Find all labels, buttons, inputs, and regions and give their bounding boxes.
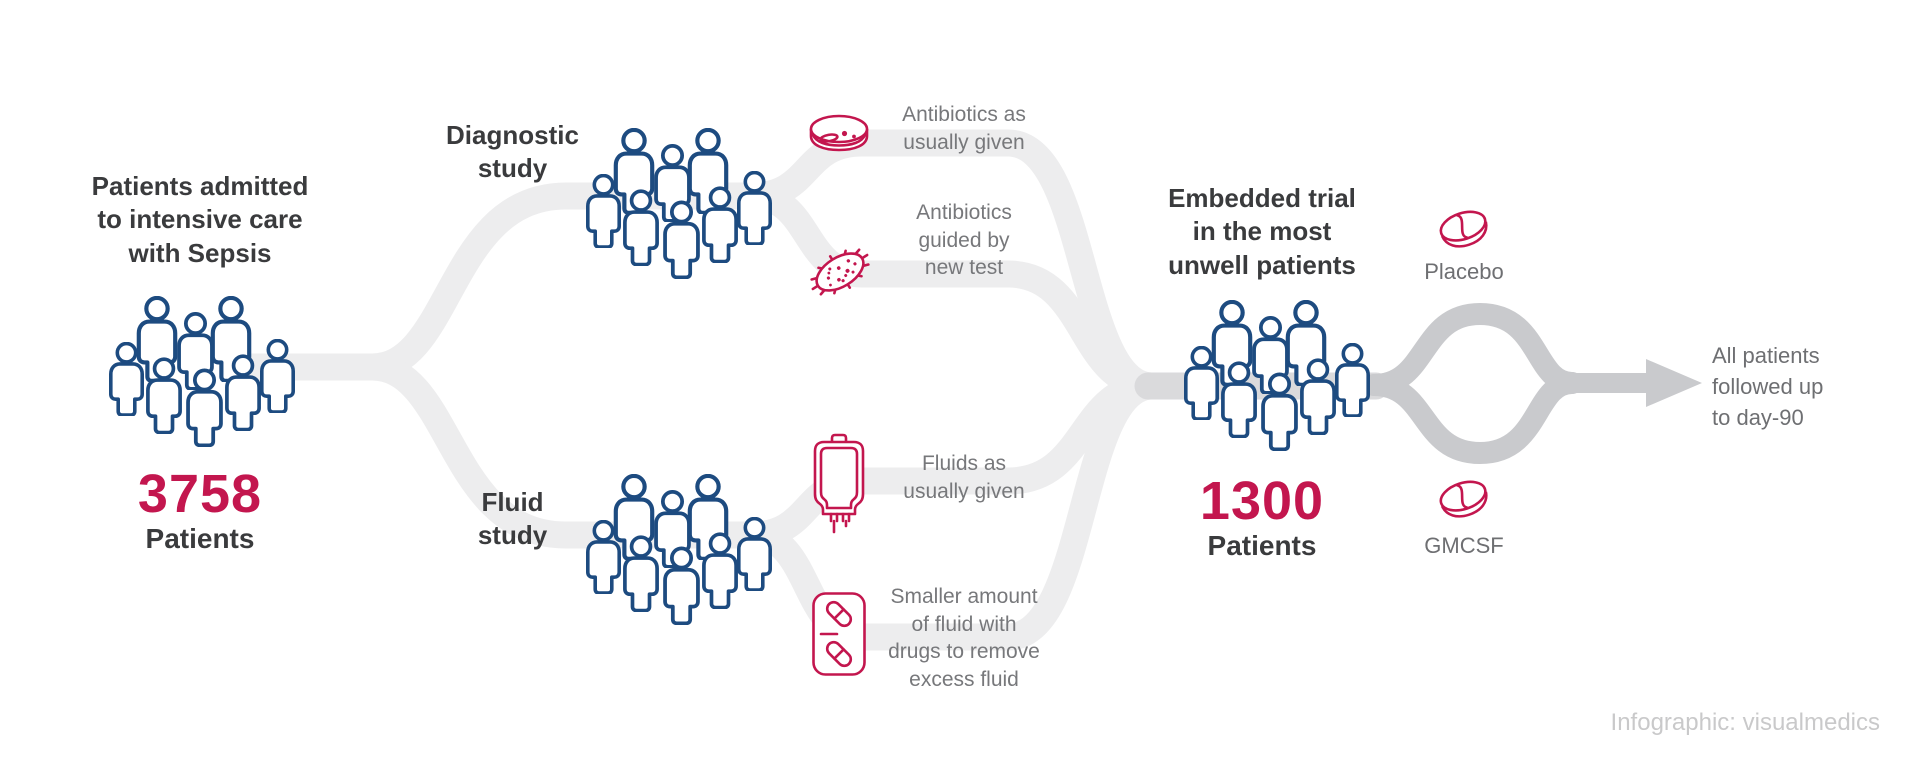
bacteria-dots <box>826 259 857 287</box>
followup-arrow-head <box>1646 359 1702 407</box>
flow-line-gmcsf-loop <box>1363 372 1583 465</box>
bacteria-icon <box>810 248 870 296</box>
embedded-trial-title: Embedded trial in the most unwell patien… <box>1168 183 1356 280</box>
flow-line-fluid-arm2 <box>676 372 1166 651</box>
diagnostic-arm2-label: Antibiotics guided by new test <box>916 201 1012 280</box>
start-count-label: Patients <box>145 523 255 554</box>
flow-line-fluid-arm1 <box>676 372 1166 549</box>
gmcsf-arm-label: GMCSF <box>1424 533 1504 558</box>
embedded-trial-count-label: Patients <box>1207 530 1317 561</box>
diagnostic-arm1-label: Antibiotics as usually given <box>902 103 1026 154</box>
placebo-pill-icon <box>1439 210 1488 248</box>
flow-line-start-to-fluid <box>238 353 786 549</box>
flow-line-diagnostic-arm2 <box>676 182 1166 400</box>
patient-crowd-icon-start <box>109 298 295 447</box>
diagnostic-study-label: Diagnostic study <box>446 120 579 184</box>
flow-lines-light <box>238 129 1166 651</box>
capsule-icon <box>825 600 853 628</box>
followup-label: All patients followed up to day-90 <box>1712 343 1824 430</box>
flow-lines-dark <box>1363 302 1702 465</box>
fluid-study-label: Fluid study <box>477 487 548 551</box>
start-count: 3758 <box>137 464 263 524</box>
fluid-arm2-label: Smaller amount of fluid with drugs to re… <box>888 585 1040 692</box>
credit-text: Infographic: visualmedics <box>1610 709 1880 736</box>
iv-bag-icon <box>813 433 865 534</box>
flow-line-diagnostic-arm1 <box>676 129 1166 400</box>
pill-pack-icon <box>812 592 866 676</box>
patient-crowd-icon-embedded <box>1184 302 1370 451</box>
petri-dish-icon <box>809 114 869 152</box>
placebo-arm-label: Placebo <box>1424 259 1504 284</box>
gmcsf-pill-icon <box>1439 480 1488 518</box>
fluid-arm1-label: Fluids as usually given <box>903 452 1025 503</box>
start-title: Patients admitted to intensive care with… <box>91 171 309 268</box>
flow-line-placebo-loop <box>1363 302 1583 396</box>
capsule-icon <box>825 640 853 668</box>
embedded-trial-count: 1300 <box>1199 471 1325 531</box>
